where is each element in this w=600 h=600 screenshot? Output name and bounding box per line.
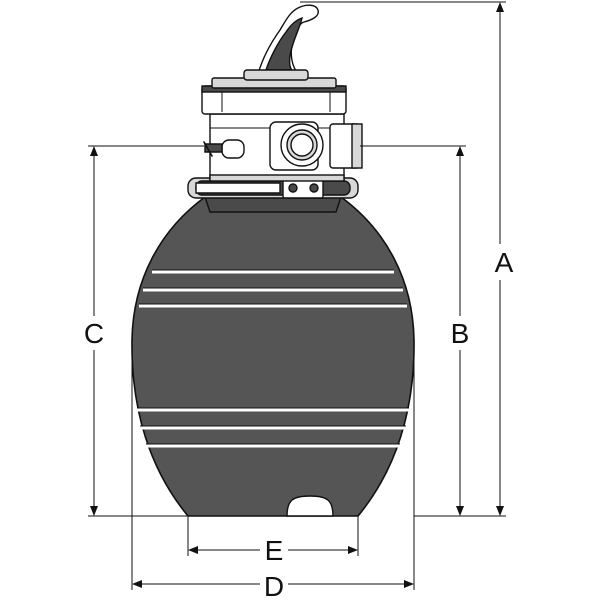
valve-cover bbox=[201, 77, 347, 115]
air-relief-valve bbox=[203, 139, 245, 159]
dimension-d-label: D bbox=[264, 571, 284, 600]
drain-plug bbox=[286, 495, 334, 517]
filter-tank bbox=[131, 196, 415, 517]
dimension-c: C bbox=[84, 145, 204, 517]
multiport-valve bbox=[203, 113, 363, 182]
dimension-a-label: A bbox=[495, 247, 514, 278]
tank-ribs bbox=[137, 269, 409, 448]
dimension-b: B bbox=[360, 145, 470, 516]
dimension-e-label: E bbox=[265, 535, 284, 566]
valve-handle bbox=[243, 4, 319, 81]
dimension-e: E bbox=[187, 516, 359, 566]
dimension-c-label: C bbox=[84, 318, 104, 349]
dimension-a: A bbox=[300, 1, 514, 517]
dimension-b-label: B bbox=[451, 318, 470, 349]
dimension-d: D bbox=[131, 340, 415, 600]
